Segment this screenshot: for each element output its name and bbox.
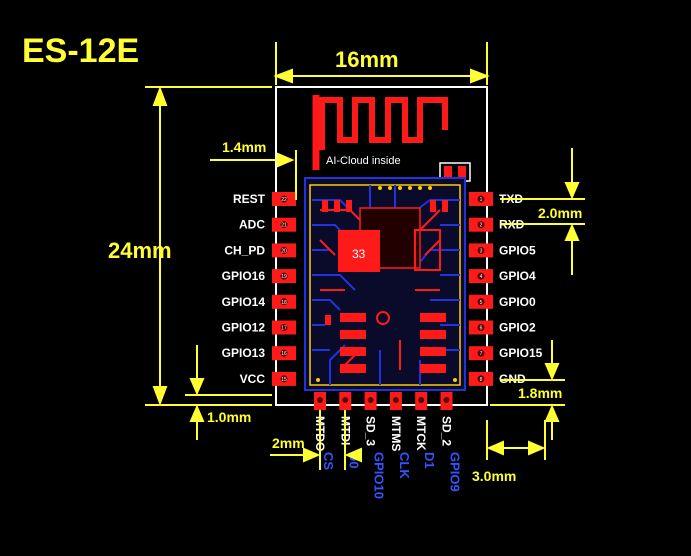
left-pin-number: 22: [281, 197, 287, 203]
bottom-pin-label: MTMS: [389, 416, 403, 451]
left-pin-label: GPIO16: [222, 269, 266, 283]
chip-mark: 33: [352, 247, 366, 261]
right-pin-hole: [477, 298, 485, 306]
right-pin-label: GPIO15: [499, 346, 543, 360]
board-circuitry: 33: [304, 177, 466, 391]
bottom-pin-hole: [342, 397, 349, 403]
right-pin-number: 6: [480, 326, 483, 332]
dimension-antenna-offset-label: 1.4mm: [222, 139, 266, 155]
left-pin-label: ADC: [239, 218, 265, 232]
left-pin-number: 18: [281, 300, 287, 306]
right-pin-hole: [477, 195, 485, 203]
left-pin-label: VCC: [240, 372, 266, 386]
left-pin-number: 19: [281, 274, 287, 280]
dimension-right-offset-label: 3.0mm: [472, 468, 516, 484]
right-pin-label: GPIO2: [499, 321, 536, 335]
bottom-pin-label: MTCK: [414, 416, 428, 451]
right-pin-label: GPIO0: [499, 295, 536, 309]
bottom-pin-alt-label: GPIO9: [448, 452, 463, 492]
component-pad: [444, 166, 452, 178]
bottom-pin-hole: [443, 397, 450, 403]
dimension-width: [273, 42, 490, 85]
right-pin-number: 1: [480, 197, 483, 203]
bottom-pin-hole: [418, 397, 425, 403]
dimension-bottom-pitch: [270, 410, 362, 470]
bottom-pin-hole: [317, 397, 323, 403]
right-pin-hole: [477, 375, 485, 383]
right-pin-number: 5: [480, 300, 483, 306]
dimension-height-label: 24mm: [108, 238, 172, 263]
right-pin-label: GPIO4: [499, 269, 536, 283]
left-pin-label: REST: [233, 192, 266, 206]
bottom-pin-alt-label: CS: [321, 452, 336, 470]
left-pin-hole: [280, 195, 288, 203]
left-pin-label: GPIO14: [222, 295, 266, 309]
dimension-height: [145, 86, 272, 406]
right-pin-label: GPIO5: [499, 243, 536, 257]
left-pin-header: 22REST21ADC20CH_PD19GPIO1618GPIO1417GPIO…: [222, 192, 296, 386]
left-pin-hole: [280, 349, 288, 357]
bottom-pin-label: SD_3: [364, 416, 378, 446]
dimension-width-label: 16mm: [335, 47, 399, 72]
left-pin-hole: [280, 375, 288, 383]
bottom-pin-alt-label: CLK: [397, 452, 412, 479]
dimension-pin-pitch-label: 2.0mm: [538, 205, 582, 221]
dimension-corner-offset-label: 1.8mm: [518, 385, 562, 401]
left-pin-number: 16: [281, 351, 287, 357]
antenna-trace: [319, 97, 448, 150]
left-pin-label: GPIO13: [222, 346, 266, 360]
right-pin-label: GND: [499, 372, 526, 386]
bottom-pin-alt-label: GPIO10: [372, 452, 387, 499]
left-pin-hole: [280, 221, 288, 229]
dimension-antenna-offset: [210, 150, 297, 200]
left-pin-hole: [280, 272, 288, 280]
right-pin-number: 2: [480, 223, 483, 229]
right-pin-hole: [477, 246, 485, 254]
left-pin-number: 21: [281, 223, 287, 229]
left-pin-hole: [280, 246, 288, 254]
right-pin-hole: [477, 349, 485, 357]
dimension-bottom-offset: [185, 345, 272, 440]
left-pin-label: GPIO12: [222, 321, 266, 335]
component-pad: [458, 166, 466, 178]
right-pin-number: 4: [480, 274, 483, 280]
right-pin-hole: [477, 272, 485, 280]
left-pin-number: 15: [281, 377, 287, 383]
dimension-pin-pitch: [500, 148, 585, 275]
antenna-text: AI-Cloud inside: [326, 155, 401, 167]
dimension-right-offset: [486, 420, 546, 460]
bottom-pin-label: SD_2: [440, 416, 454, 446]
main-chip: [338, 230, 380, 272]
left-pin-number: 20: [281, 248, 287, 254]
dimension-bottom-offset-label: 1.0mm: [207, 409, 251, 425]
bottom-pin-alt-label: D1: [422, 452, 437, 469]
left-pin-hole: [280, 298, 288, 306]
right-pin-number: 7: [480, 351, 483, 357]
bottom-pin-hole: [392, 397, 399, 403]
dimension-bottom-pitch-label: 2mm: [272, 435, 305, 451]
left-pin-hole: [280, 324, 288, 331]
dimension-corner-offset: [490, 340, 565, 440]
left-pin-number: 17: [281, 326, 287, 332]
right-pin-hole: [477, 221, 485, 229]
right-pin-number: 8: [480, 377, 483, 383]
bottom-pin-hole: [367, 397, 374, 403]
left-pin-label: CH_PD: [224, 243, 265, 257]
right-pin-hole: [477, 324, 485, 331]
right-pin-number: 3: [480, 248, 483, 254]
module-title: ES-12E: [22, 32, 139, 70]
